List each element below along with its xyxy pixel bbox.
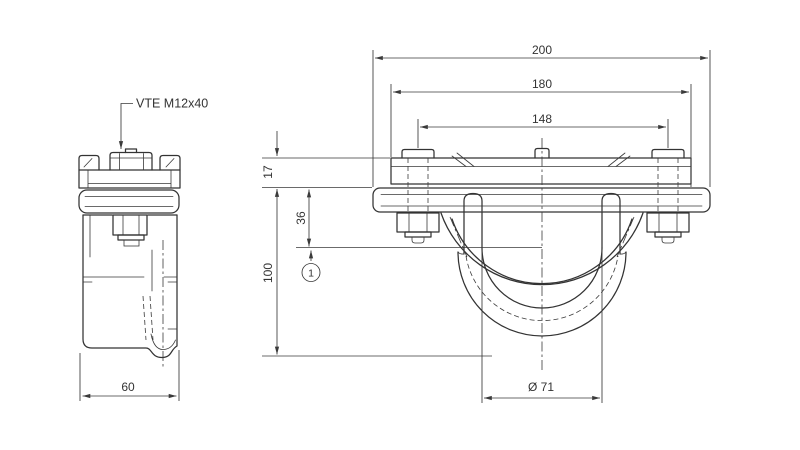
dimension-bolt-spacing-148: 148 — [417, 112, 669, 148]
dimension-axis-offset-36: 36 — [294, 189, 542, 248]
balloon-1: 1 — [301, 250, 321, 282]
side-view-flange — [78, 189, 180, 214]
dim-bolt-spacing-label: 148 — [532, 112, 552, 126]
dimension-overall-width-200: 200 — [372, 43, 711, 187]
dimension-plate-height-17: 17 — [261, 131, 390, 188]
dimension-body-height-100: 100 — [261, 189, 492, 357]
side-view-top-cap — [78, 169, 181, 189]
dim-axis-offset-label: 36 — [294, 211, 308, 225]
front-view-top-plate — [390, 147, 692, 185]
balloon-circle — [301, 263, 321, 282]
dim-plate-height-label: 17 — [261, 165, 275, 179]
dim-depth-label: 60 — [121, 380, 135, 394]
side-view: 60 VTE M12x40 — [78, 97, 208, 401]
dim-pipe-diameter-label: Ø 71 — [528, 380, 554, 394]
side-view-corner-tabs — [78, 154, 181, 171]
center-nub — [534, 147, 550, 159]
dimension-depth-60: 60 — [79, 350, 180, 401]
front-view-flange — [372, 187, 711, 213]
balloon-label: 1 — [308, 268, 314, 280]
dim-body-height-label: 100 — [261, 263, 275, 283]
dimension-plate-width-180: 180 — [390, 77, 692, 187]
bolt-right — [646, 148, 690, 244]
dimension-pipe-diameter-71: Ø 71 — [481, 250, 603, 403]
bolt-callout-label: VTE M12x40 — [136, 97, 208, 111]
side-view-screw-head — [109, 148, 153, 171]
u-strap — [440, 138, 644, 371]
dim-overall-width-label: 200 — [532, 43, 552, 57]
front-view: 200 180 148 17 100 36 — [261, 43, 711, 403]
bolt-left — [396, 148, 440, 244]
dim-plate-width-label: 180 — [532, 77, 552, 91]
bolt-callout: VTE M12x40 — [118, 97, 208, 149]
side-view-nut — [112, 214, 148, 247]
side-view-body — [82, 214, 178, 369]
